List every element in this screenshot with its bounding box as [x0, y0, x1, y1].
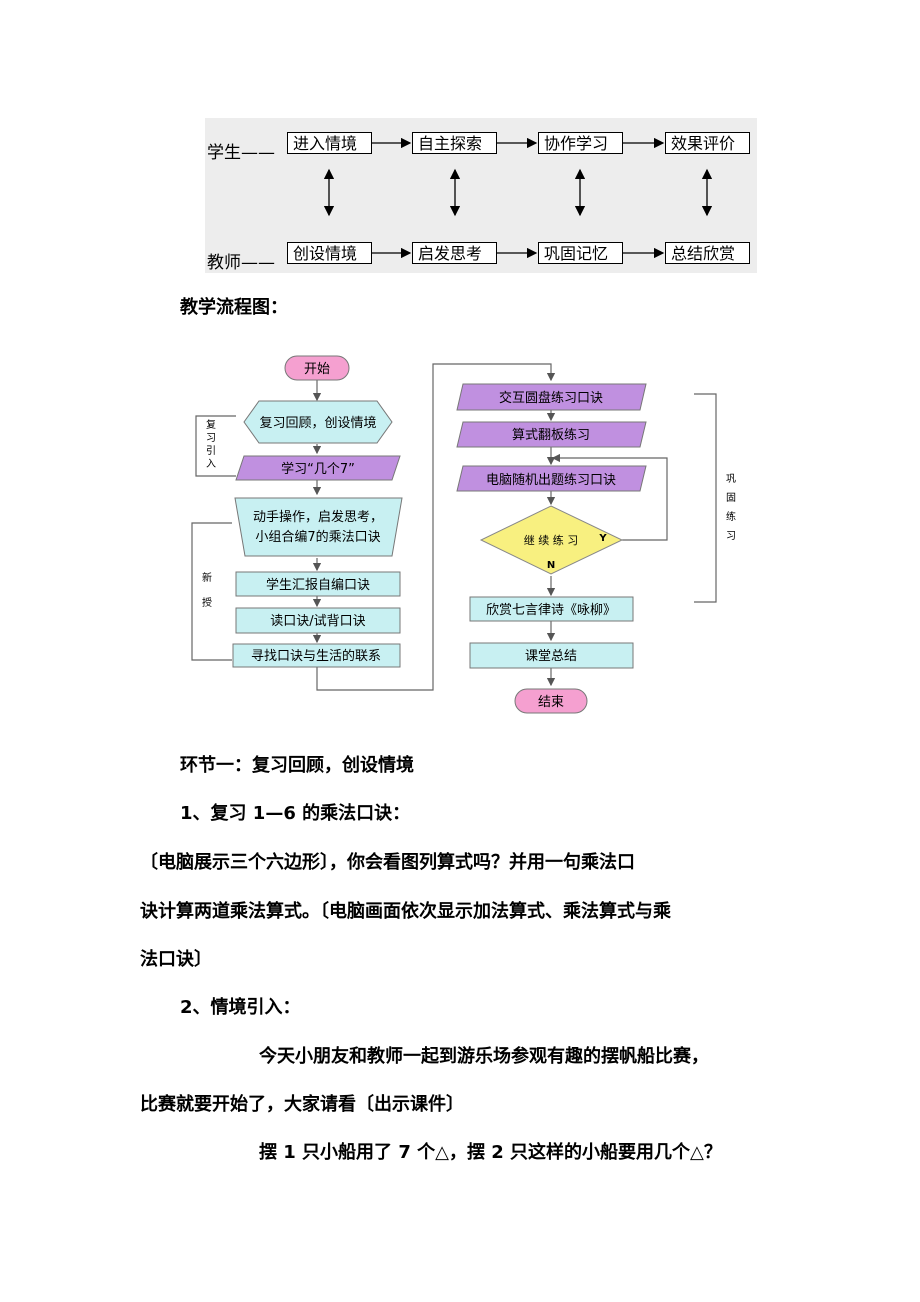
side-practice-2: 固 — [726, 492, 736, 504]
step-flip: 算式翻板练习 — [512, 428, 590, 443]
parallelogram-learn — [235, 455, 401, 481]
side-review-1: 复 — [206, 418, 216, 431]
student-label: 学生—— — [207, 143, 275, 163]
para2-line1: 今天小朋友和教师一起到游乐场参观有趣的摆帆船比赛， — [259, 1046, 709, 1067]
box-life-link — [232, 643, 401, 668]
side-review-2: 习 — [206, 433, 216, 444]
para1-line1: 〔电脑展示三个六边形〕，你会看图列算式吗？并用一句乘法口 — [140, 852, 635, 873]
side-new-1: 新 — [202, 571, 212, 584]
decision-continue — [479, 505, 624, 575]
step-hands-on-2: 小组合编7的乘法口诀 — [255, 529, 380, 545]
start-label: 开始 — [304, 362, 330, 377]
section1-title: 环节一：复习回顾，创设情境 — [180, 755, 414, 776]
side-review-3: 引 — [206, 445, 216, 457]
item1: 1、复习 1—6 的乘法口诀： — [180, 803, 411, 824]
student-step-1: 进入情境 — [287, 132, 372, 154]
decision-yes: Y — [598, 533, 607, 544]
side-practice-1: 巩 — [726, 473, 736, 485]
end-label: 结束 — [538, 695, 564, 710]
side-practice-4: 习 — [726, 531, 736, 542]
side-new-2: 授 — [202, 596, 212, 609]
decision-no: N — [547, 560, 555, 571]
student-step-3: 协作学习 — [538, 132, 623, 154]
student-step-4: 效果评价 — [665, 132, 750, 154]
decision-label: 继 续 练 习 — [524, 533, 579, 547]
box-summary — [469, 642, 634, 669]
step-random: 电脑随机出题练习口诀 — [486, 473, 616, 488]
para3: 摆 1 只小船用了 7 个△，摆 2 只这样的小船要用几个△？ — [259, 1142, 722, 1163]
parallelogram-disc — [456, 383, 647, 411]
student-step-2: 自主探索 — [412, 132, 497, 154]
start-terminal — [284, 355, 350, 381]
item2: 2、情境引入： — [180, 997, 301, 1018]
teacher-step-2: 启发思考 — [412, 242, 497, 264]
teaching-flowchart: 开始 结束 复习回顾，创设情境 学习“几个7” 动手操作，启发思考， 小组合编7… — [191, 355, 736, 714]
parallelogram-flip — [456, 421, 647, 448]
teacher-step-3: 巩固记忆 — [538, 242, 623, 264]
para1-line2: 诀计算两道乘法算式。〔电脑画面依次显示加法算式、乘法算式与乘 — [140, 901, 671, 922]
teacher-step-4: 总结欣赏 — [665, 242, 750, 264]
step-disc: 交互圆盘练习口诀 — [499, 390, 603, 406]
step-summary: 课堂总结 — [525, 649, 577, 664]
para2-line2: 比赛就要开始了，大家请看〔出示课件〕 — [140, 1094, 464, 1115]
trapezoid-hands-on — [234, 497, 403, 557]
box-report — [235, 571, 401, 597]
side-review-4: 入 — [206, 459, 216, 470]
step-poem: 欣赏七言律诗《咏柳》 — [486, 603, 616, 618]
teacher-label: 教师—— — [207, 253, 275, 273]
step-report: 学生汇报自编口诀 — [266, 577, 370, 593]
box-recite — [235, 607, 401, 634]
step-learn: 学习“几个7” — [281, 461, 355, 477]
teacher-step-1: 创设情境 — [287, 242, 372, 264]
box-poem — [469, 596, 634, 622]
step-life-link: 寻找口诀与生活的联系 — [251, 648, 381, 664]
end-terminal — [514, 688, 588, 714]
role-diagram: 学生—— 教师—— 进入情境 自主探索 协作学习 效果评价 创设情境 启发思考 … — [205, 118, 757, 273]
step-recite: 读口诀/试背口诀 — [270, 614, 365, 629]
side-practice-3: 练 — [726, 510, 736, 523]
para1-line3: 法口诀〕 — [140, 949, 212, 970]
hexagon-review — [243, 400, 393, 444]
parallelogram-random — [456, 465, 647, 492]
step-review: 复习回顾，创设情境 — [259, 416, 376, 431]
flow-heading: 教学流程图： — [180, 297, 288, 318]
step-hands-on-1: 动手操作，启发思考， — [253, 509, 383, 525]
role-diagram-arrows — [323, 137, 713, 259]
